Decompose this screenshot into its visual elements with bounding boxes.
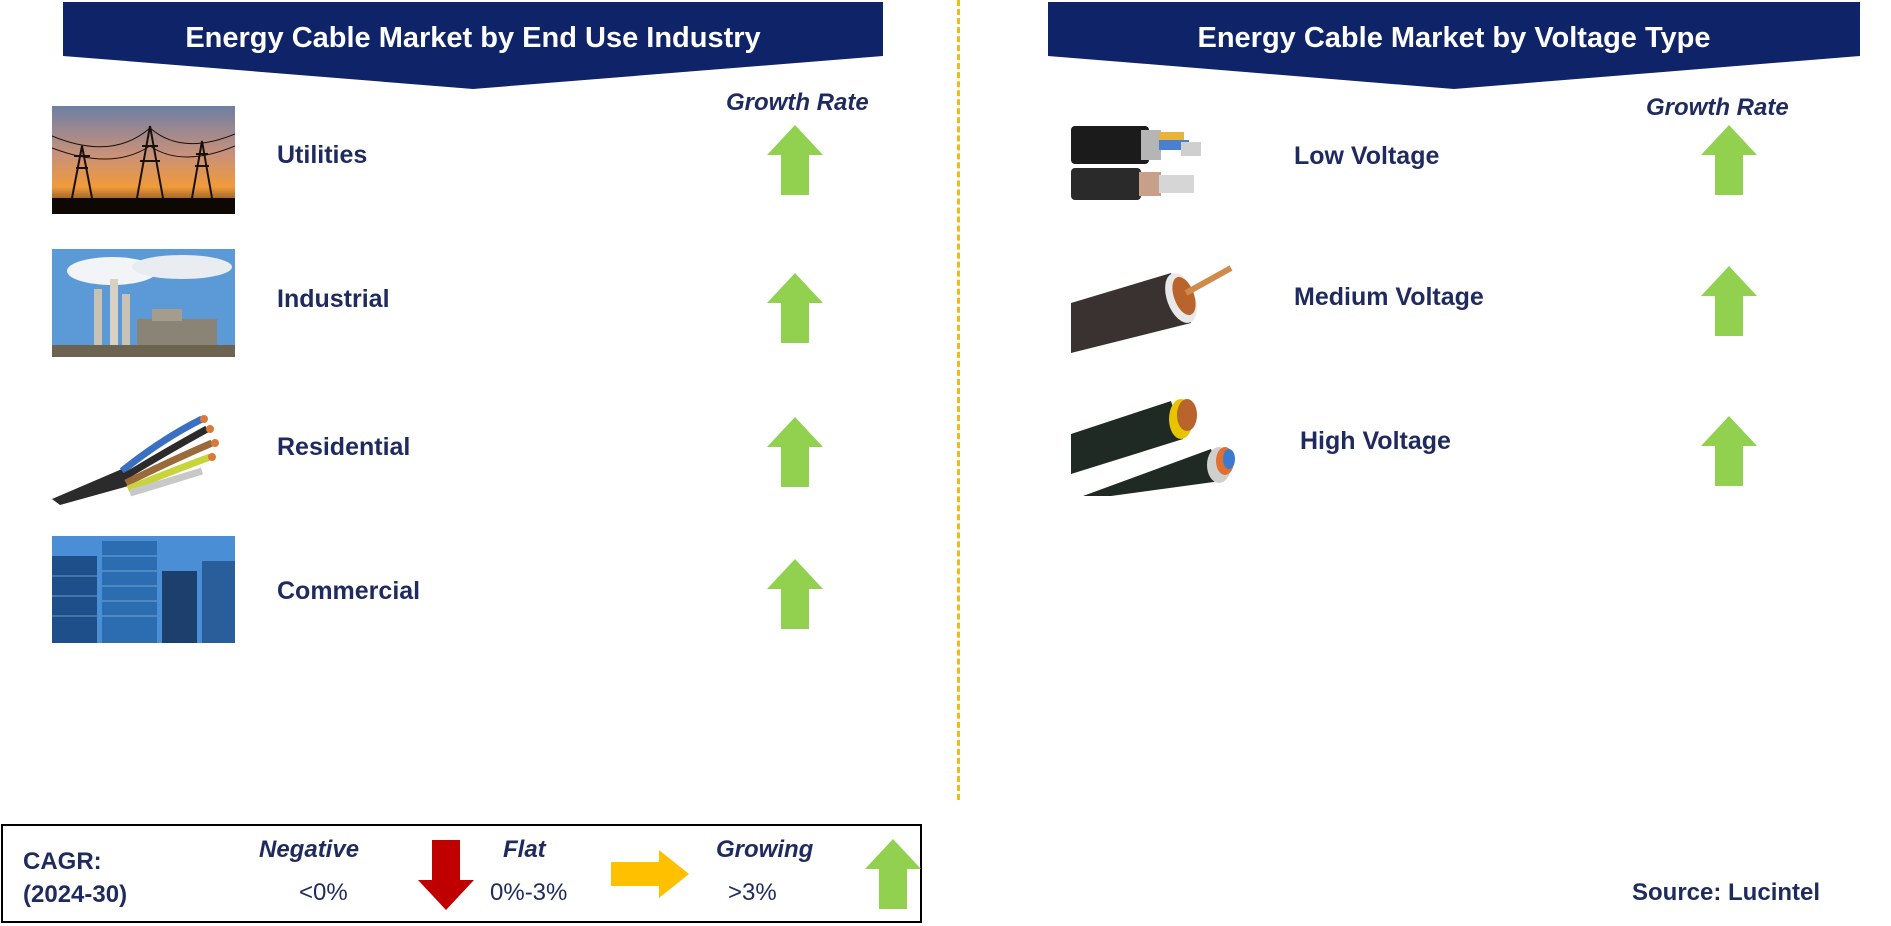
growth-rate-header-left: Growth Rate <box>726 89 869 116</box>
panel-divider <box>957 0 960 800</box>
up-arrow-icon <box>865 839 921 909</box>
up-arrow-icon <box>767 559 823 629</box>
cagr-legend: CAGR: (2024-30) Negative <0% Flat 0%-3% … <box>1 824 922 923</box>
growth-rate-header-right: Growth Rate <box>1646 94 1789 121</box>
end-use-industry-title-banner: Energy Cable Market by End Use Industry <box>63 2 883 89</box>
voltage-type-title-banner: Energy Cable Market by Voltage Type <box>1048 2 1860 89</box>
up-arrow-icon <box>767 273 823 343</box>
low-voltage-cable-image <box>1071 120 1221 205</box>
negative-label: Negative <box>259 836 360 863</box>
up-arrow-icon <box>1701 125 1757 195</box>
voltage-type-title: Energy Cable Market by Voltage Type <box>1197 22 1711 54</box>
up-arrow-icon <box>767 417 823 487</box>
high-voltage-cable-image <box>1071 389 1251 496</box>
utilities-label: Utilities <box>277 141 368 169</box>
up-arrow-icon <box>1701 416 1757 486</box>
residential-image <box>52 399 235 505</box>
up-arrow-icon <box>767 125 823 195</box>
cagr-period: (2024-30) <box>23 881 128 908</box>
down-arrow-icon <box>418 840 474 910</box>
end-use-industry-title: Energy Cable Market by End Use Industry <box>185 22 761 54</box>
source-credit: Source: Lucintel <box>1632 879 1821 906</box>
cagr-label: CAGR: <box>23 848 102 875</box>
industrial-image <box>52 249 235 357</box>
growing-label: Growing <box>716 836 814 863</box>
flat-label: Flat <box>503 836 546 863</box>
residential-label: Residential <box>277 433 411 461</box>
high-voltage-label: High Voltage <box>1300 427 1451 455</box>
medium-voltage-label: Medium Voltage <box>1294 283 1484 311</box>
commercial-label: Commercial <box>277 577 421 605</box>
low-voltage-label: Low Voltage <box>1294 142 1440 170</box>
commercial-image <box>52 536 235 643</box>
negative-range: <0% <box>299 879 348 906</box>
growing-range: >3% <box>728 879 777 906</box>
up-arrow-icon <box>1701 266 1757 336</box>
flat-range: 0%-3% <box>490 879 568 906</box>
medium-voltage-cable-image <box>1071 263 1241 353</box>
industrial-label: Industrial <box>277 285 390 313</box>
utilities-image <box>52 106 235 214</box>
right-arrow-icon <box>611 850 689 898</box>
